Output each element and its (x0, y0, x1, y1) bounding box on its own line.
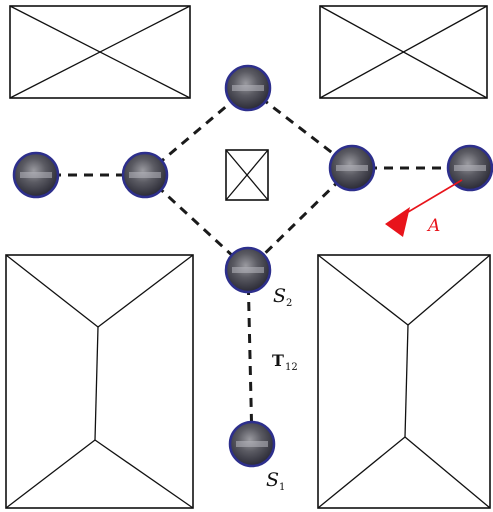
center-box (225, 149, 269, 201)
node-far-right-thumb (454, 165, 486, 171)
node-right-thumb (336, 165, 368, 171)
node-s2-thumb (232, 267, 264, 273)
edge-right-s2 (246, 166, 354, 272)
svg-text:2: 2 (286, 298, 292, 309)
svg-text:S: S (266, 469, 279, 491)
node-top-thumb (232, 85, 264, 91)
svg-text:1: 1 (279, 482, 285, 493)
node-s1-thumb (236, 441, 268, 447)
label-s1: S 1 (266, 469, 285, 493)
label-s2: S 2 (273, 285, 292, 309)
node-left-thumb (129, 172, 161, 178)
svg-text:T: T (272, 351, 284, 370)
svg-text:12: 12 (285, 362, 298, 373)
room-bottom-right (317, 254, 491, 509)
label-agent: A (426, 216, 440, 236)
room-bottom-left (5, 254, 194, 509)
edge-t12 (246, 269, 254, 445)
label-t12: T 12 (272, 351, 298, 373)
agent-arrow (385, 179, 463, 237)
edge-left-s2 (143, 173, 250, 272)
room-top-right (319, 5, 488, 99)
room-top-left (9, 5, 191, 99)
node-far-left-thumb (20, 172, 52, 178)
svg-text:S: S (273, 285, 286, 307)
